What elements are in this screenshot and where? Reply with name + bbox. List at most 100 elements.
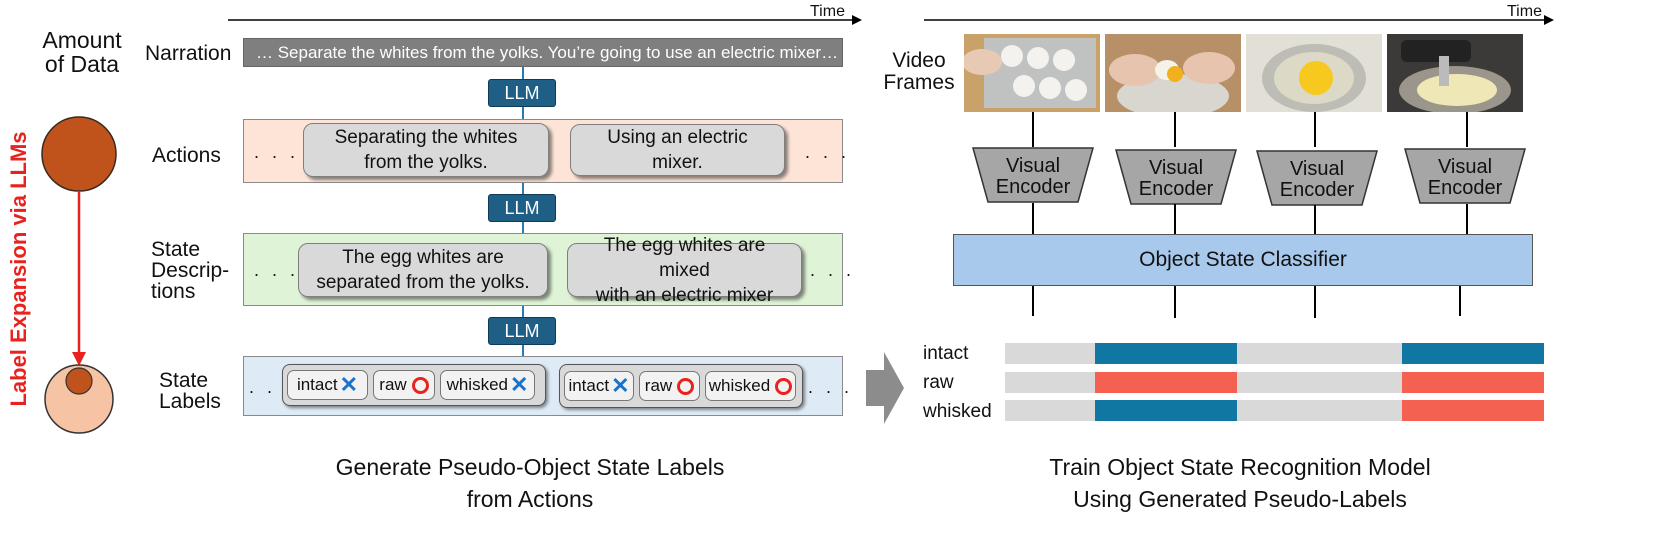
- chip-label: raw: [379, 375, 407, 394]
- whisked-bar-negative: [1237, 400, 1402, 421]
- connector-line: [522, 306, 524, 317]
- ellipsis-right: . . .: [805, 142, 851, 162]
- state-chip-intact: intact✕: [564, 371, 634, 401]
- intact-bar-negative: [1237, 343, 1402, 364]
- expanded-data-circle: [44, 364, 114, 434]
- llm-box-1: LLM: [488, 79, 556, 107]
- connector-line: [1032, 286, 1034, 316]
- narration-bar: … Separate the whites from the yolks. Yo…: [243, 38, 843, 67]
- connector-line: [522, 183, 524, 194]
- intact-bar-negative: [1005, 343, 1095, 364]
- state-description-bubble: The egg whites are mixed with an electri…: [567, 235, 802, 306]
- ellipsis-right: . . .: [810, 260, 856, 280]
- visual-encoder-label: Visual Encoder: [1138, 157, 1214, 200]
- action-bubble: Separating the whites from the yolks.: [303, 123, 549, 177]
- connector-line: [522, 345, 524, 356]
- state-chip-whisked: whisked: [705, 371, 796, 401]
- action-bubble: Using an electric mixer.: [570, 124, 785, 176]
- raw-bar-positive: [1095, 372, 1237, 393]
- amount-of-data-label: Amount of Data: [42, 27, 122, 77]
- state-label-intact: intact: [923, 343, 969, 364]
- visual-encoder-2: [1115, 149, 1237, 205]
- right-caption: Train Object State Recognition Model Usi…: [1049, 454, 1431, 512]
- visual-encoder-1: [972, 147, 1094, 203]
- intact-bar-positive: [1095, 343, 1237, 364]
- intact-bar-positive: [1402, 343, 1544, 364]
- state-chip-raw: raw: [639, 371, 700, 401]
- state-chip-intact: intact✕: [287, 370, 368, 400]
- chip-label: whisked: [708, 376, 771, 395]
- small-data-circle: [65, 367, 93, 395]
- state-description-bubble: The egg whites are separated from the yo…: [298, 243, 548, 297]
- ellipsis-left: . . .: [254, 142, 300, 162]
- cross-icon: ✕: [509, 372, 529, 397]
- state-label-raw: raw: [923, 372, 954, 393]
- connector-line: [522, 107, 524, 119]
- connector-line: [1032, 112, 1034, 147]
- large-data-circle: [41, 116, 117, 192]
- connector-line: [522, 67, 524, 79]
- chip-label: whisked: [446, 375, 508, 394]
- cracking-egg-image: [1105, 34, 1241, 112]
- left-caption: Generate Pseudo-Object State Labels from…: [335, 454, 725, 512]
- left-time-arrow: [228, 15, 862, 25]
- state-descriptions-row-label: State Descrip- tions: [151, 238, 230, 303]
- whisked-bar-positive: [1402, 400, 1544, 421]
- connector-line: [1314, 205, 1316, 234]
- actions-row-label: Actions: [152, 144, 221, 167]
- yolk-bowl-image: [1246, 34, 1382, 112]
- state-label-whisked: whisked: [923, 401, 992, 422]
- state-chip-raw: raw: [373, 370, 435, 400]
- ellipsis-left: . . .: [249, 377, 295, 397]
- left-time-label: Time: [810, 3, 845, 20]
- visual-encoder-label: Visual Encoder: [995, 155, 1071, 198]
- chip-label: intact: [568, 376, 610, 395]
- whisked-bar-positive: [1095, 400, 1237, 421]
- connector-line: [1466, 112, 1468, 147]
- connector-line: [1174, 112, 1176, 147]
- mixer-image: [1387, 34, 1523, 112]
- object-state-classifier: Object State Classifier: [953, 234, 1533, 286]
- data-amount-diagram: [41, 116, 117, 434]
- llm-box-2: LLM: [488, 194, 556, 222]
- circle-icon: [411, 376, 429, 394]
- llm-box-3: LLM: [488, 317, 556, 345]
- ellipsis-right: . . .: [808, 377, 854, 397]
- label-expansion-label: Label Expansion via LLMs: [6, 131, 31, 407]
- state-chip-whisked: whisked✕: [440, 370, 535, 400]
- narration-row-label: Narration: [145, 42, 232, 65]
- circle-icon: [775, 377, 793, 395]
- cross-icon: ✕: [611, 373, 630, 398]
- connector-line: [1466, 204, 1468, 234]
- connector-line: [522, 222, 524, 233]
- visual-encoder-label: Visual Encoder: [1427, 156, 1503, 199]
- ellipsis-left: . . .: [254, 260, 300, 280]
- connector-line: [1314, 112, 1316, 147]
- visual-encoder-4: [1404, 148, 1526, 204]
- raw-bar-positive: [1402, 372, 1544, 393]
- video-frame-2: [1105, 34, 1241, 112]
- video-frame-4: [1387, 34, 1523, 112]
- visual-encoder-3: [1256, 150, 1378, 206]
- connector-line: [1174, 204, 1176, 234]
- whisked-bar-negative: [1005, 400, 1095, 421]
- connector-line: [1459, 286, 1461, 316]
- visual-encoder-label: Visual Encoder: [1279, 158, 1355, 201]
- circle-icon: [677, 377, 695, 395]
- transition-arrow-icon: [866, 352, 904, 424]
- connector-line: [1032, 203, 1034, 234]
- chip-label: intact: [296, 375, 338, 394]
- cross-icon: ✕: [339, 372, 359, 397]
- connector-line: [1174, 286, 1176, 318]
- raw-bar-negative: [1237, 372, 1402, 393]
- egg-carton-image: [964, 34, 1100, 112]
- video-frame-3: [1246, 34, 1382, 112]
- chip-label: raw: [644, 376, 673, 395]
- state-labels-row-label: State Labels: [159, 369, 221, 413]
- video-frames-label: Video Frames: [883, 49, 955, 94]
- raw-bar-negative: [1005, 372, 1095, 393]
- connector-line: [1314, 286, 1316, 318]
- right-time-arrow: [924, 15, 1554, 25]
- right-time-label: Time: [1507, 3, 1542, 20]
- video-frame-1: [964, 34, 1100, 112]
